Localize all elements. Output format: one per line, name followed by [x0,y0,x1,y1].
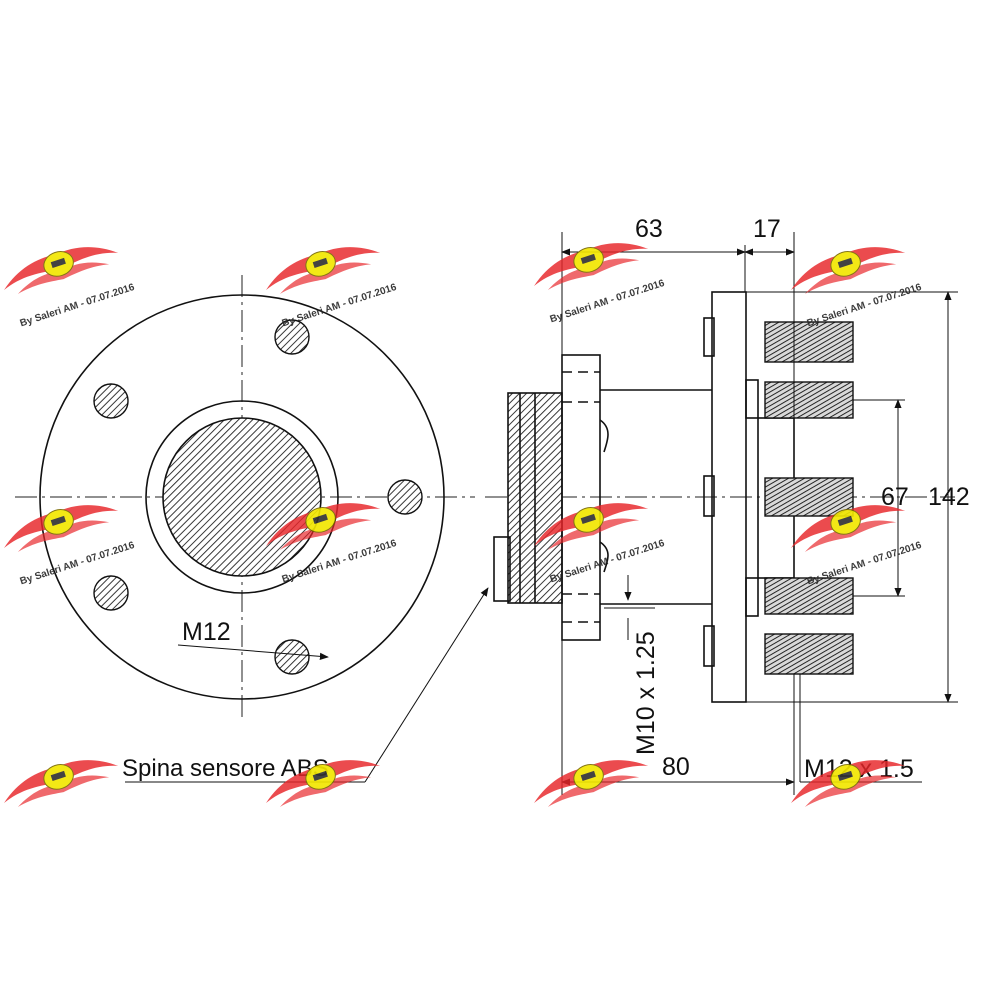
watermark-logo: By Saleri AM - 07.07.2016 [527,229,667,326]
mounting-flange [561,354,601,641]
wheel-stud [764,633,854,675]
bolt-hole [93,383,129,419]
watermarks: By Saleri AM - 07.07.2016 By Saleri AM -… [0,229,924,812]
hub-center-hatched [162,417,322,577]
watermark-text: By Saleri AM - 07.07.2016 [549,278,667,326]
watermark-logo: By Saleri AM - 07.07.2016 [0,491,136,587]
side-view: 63 17 67 142 80 M10 x 1.25 M12 x 1.5 [485,215,970,795]
bolt-hole [274,639,310,675]
wheel-studs [764,321,854,675]
watermark-text: By Saleri AM - 07.07.2016 [806,540,924,588]
watermark-text: By Saleri AM - 07.07.2016 [806,282,924,330]
bolt-hole [93,575,129,611]
bolt-leader [177,644,329,660]
bolt-size-label: M12 [182,618,231,646]
dim-142: 142 [928,483,970,511]
wheel-stud [764,577,854,615]
front-view: M12 [15,275,475,720]
abs-plug [493,536,511,602]
wheel-stud [764,321,854,363]
watermark-logo [527,746,652,812]
abs-leader [364,587,489,783]
bolt-hole [274,319,310,355]
bolt-holes [93,319,423,675]
watermark-text: By Saleri AM - 07.07.2016 [549,538,667,586]
dim-80: 80 [662,753,690,781]
watermark-logo: By Saleri AM - 07.07.2016 [259,233,399,330]
wheel-flange [711,291,747,703]
watermark-text: By Saleri AM - 07.07.2016 [19,282,137,330]
hub-flange-circle [39,294,445,700]
watermark-text: By Saleri AM - 07.07.2016 [281,282,399,330]
bolt-hole [387,479,423,515]
dim-17: 17 [753,215,781,243]
wheel-stud [764,381,854,419]
watermark-logo [0,746,122,812]
wheel-stud [764,477,854,517]
pilot-ring-outer [145,400,339,594]
dim-63: 63 [635,215,663,243]
watermark-logo: By Saleri AM - 07.07.2016 [784,233,924,330]
sensor-thread-label: M10 x 1.25 [632,631,660,755]
watermark-logo: By Saleri AM - 07.07.2016 [0,233,137,330]
abs-callout: Spina sensore ABS [122,587,489,783]
